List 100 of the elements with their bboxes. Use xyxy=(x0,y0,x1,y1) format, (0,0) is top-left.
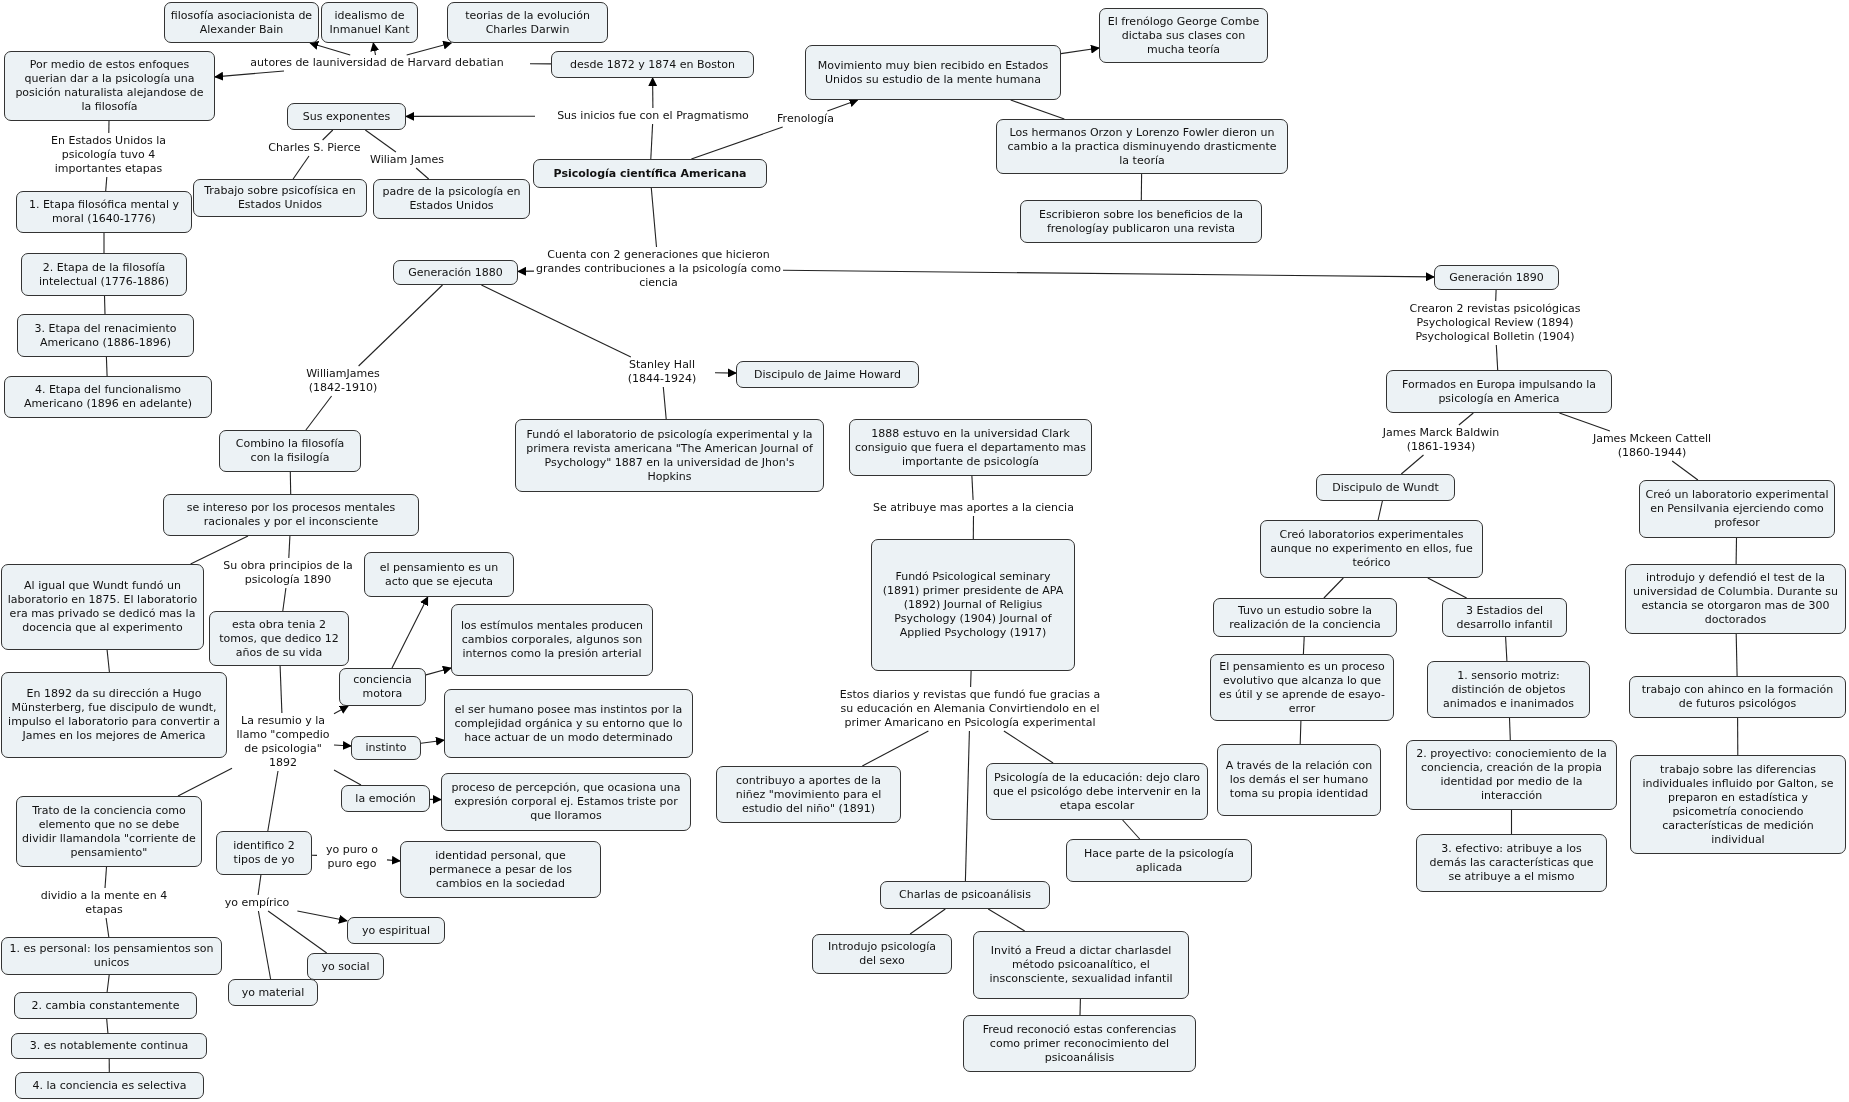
arrow xyxy=(648,77,658,109)
connector-line xyxy=(103,232,105,254)
concept-label: Introdujo psicología del sexo xyxy=(827,940,937,968)
concept-box xyxy=(341,785,430,812)
concept-label: Charlas de psicoanálisis xyxy=(899,888,1031,902)
connector-line xyxy=(257,910,272,980)
concept-label: Psicología de la educación: dejo claro que el psicológo debe intervenir en la etapa escolar xyxy=(992,770,1202,813)
connector-line xyxy=(106,649,110,673)
connector-line xyxy=(267,910,328,954)
concept-box xyxy=(1020,200,1262,243)
connector-line xyxy=(964,730,970,882)
concept-label: el pensamiento es un acto que se ejecuta xyxy=(378,560,500,589)
concept-box xyxy=(1442,598,1567,637)
concept-box xyxy=(228,979,318,1006)
arrow xyxy=(333,741,352,750)
connector-line xyxy=(1735,633,1738,677)
arrow xyxy=(826,98,859,112)
concept-label: 3. Etapa del renacimiento Americano (1886-1896) xyxy=(33,321,178,350)
connector-line xyxy=(333,769,362,786)
concept-label: idealismo de Inmanuel Kant xyxy=(328,8,411,37)
connector-line xyxy=(1671,460,1699,481)
concept-label: Fundó el laboratorio de psicología experimental y la primera revista americana "The American Journal of Psychology" 1887 en la universidad de Jhon's Hopkins xyxy=(525,427,814,484)
concept-box xyxy=(963,1015,1196,1072)
concept-box xyxy=(736,361,919,388)
concept-label: Al igual que Wundt fundó un laboratorio en 1875. El laboratorio era mas privado se dedicó mas la docencia que al experimento xyxy=(7,579,198,635)
concept-box xyxy=(444,689,693,758)
concept-box xyxy=(1406,740,1617,810)
connector-line xyxy=(288,535,291,559)
connector-line xyxy=(861,730,929,767)
connector-line xyxy=(970,670,972,688)
concept-label: se intereso por los procesos mentales racionales y por el inconsciente xyxy=(185,501,397,529)
concept-label: 3 Estadios del desarrollo infantil xyxy=(1455,603,1554,632)
concept-box xyxy=(1217,744,1381,816)
connector-line xyxy=(1495,344,1499,371)
connector-line xyxy=(909,908,946,935)
concept-label: Trabajo sobre psicofísica en Estados Unidos xyxy=(203,184,357,212)
concept-label: 1888 estuvo en la universidad Clark consiguio que fuera el departamento mas importante de psicología xyxy=(855,426,1086,469)
concept-label: 1. sensorio motriz: distinción de objetos animados e inanimados xyxy=(1441,668,1576,711)
arrow xyxy=(333,705,349,715)
concept-box xyxy=(373,179,530,219)
connector-line xyxy=(190,535,249,565)
concept-box xyxy=(287,103,406,130)
concept-label: instinto xyxy=(365,741,407,755)
main-concept-box xyxy=(533,159,767,188)
concept-label: En 1892 da su dirección a Hugo Münsterberg, fue discipulo de wundt, impulso el laboratorio para convertir a James en los mejores de America xyxy=(7,687,221,743)
concept-label: Hace parte de la psicología aplicada xyxy=(1083,846,1235,875)
concept-label: esta obra tenia 2 tomos, que dedico 12 años de su vida xyxy=(218,617,340,660)
concept-box xyxy=(1,937,222,975)
connector-line xyxy=(305,395,333,431)
arrow xyxy=(386,855,401,865)
concept-box xyxy=(1434,265,1559,290)
connector-line xyxy=(1458,412,1474,426)
concept-label: El pensamiento es un proceso evolutivo que alcanza lo que es útil y se aprende de esayo-error xyxy=(1218,659,1386,716)
connector-line xyxy=(972,515,975,540)
arrow xyxy=(429,794,442,804)
concept-box xyxy=(351,736,421,760)
concept-box xyxy=(400,841,601,898)
connector-line xyxy=(106,1018,109,1034)
concept-label: 2. Etapa de la filosofía intelectual (1776-1886) xyxy=(37,260,171,289)
concept-box xyxy=(1630,755,1846,854)
connector-line xyxy=(1495,289,1497,302)
concept-box xyxy=(812,934,952,974)
arrow xyxy=(406,40,453,56)
concept-label: proceso de percepción, que ocasiona una expresión corporal ej. Estamos triste por que lloramos xyxy=(450,781,682,823)
concept-box xyxy=(515,419,824,492)
concept-label: Movimiento muy bien recibido en Estados Unidos su estudio de la mente humana xyxy=(816,58,1050,87)
concept-label: Combino la filosofía con la fisilogía xyxy=(234,437,346,465)
concept-box xyxy=(21,253,187,296)
connector-line xyxy=(282,587,287,612)
concept-box xyxy=(973,931,1189,999)
connector-line xyxy=(364,129,397,153)
connector-line xyxy=(177,767,233,797)
concept-label: Generación 1880 xyxy=(408,265,503,280)
concept-box xyxy=(451,604,653,676)
concept-label: la emoción xyxy=(355,791,416,806)
concept-box xyxy=(1427,661,1590,718)
connector-line xyxy=(1510,809,1513,835)
concept-label: filosofía asociacionista de Alexander Bain xyxy=(170,8,313,37)
concept-box xyxy=(1213,598,1397,637)
concept-box xyxy=(193,179,367,217)
concept-box xyxy=(364,552,514,597)
connector-line xyxy=(1140,173,1143,201)
arrow xyxy=(782,269,1435,282)
concept-label: Creó un laboratorio experimental en Pensilvania ejerciendo como profesor xyxy=(1645,488,1829,530)
concept-box xyxy=(4,376,212,418)
connector-line xyxy=(322,129,334,141)
concept-label: conciencia motora xyxy=(352,673,413,701)
arrow xyxy=(405,111,536,121)
arrow xyxy=(714,368,737,378)
connector-line xyxy=(1302,636,1305,655)
concept-box xyxy=(805,45,1061,100)
concept-label: Creó laboratorios experimentales aunque no experimento en ellos, fue teórico xyxy=(1269,528,1474,570)
connector-line xyxy=(1299,720,1302,745)
connector-line xyxy=(971,475,974,501)
arrow xyxy=(420,736,445,746)
connector-line xyxy=(415,167,430,180)
concept-label: identidad personal, que permanece a pesar de los cambios en la sociedad xyxy=(428,848,573,891)
concept-label: Psicología científica Americana xyxy=(553,166,747,181)
arrow xyxy=(370,42,380,56)
concept-label: trabajo sobre las diferencias individuales influido por Galton, se preparon en estadística y psicometría conociendo características de medición individual xyxy=(1641,762,1835,847)
